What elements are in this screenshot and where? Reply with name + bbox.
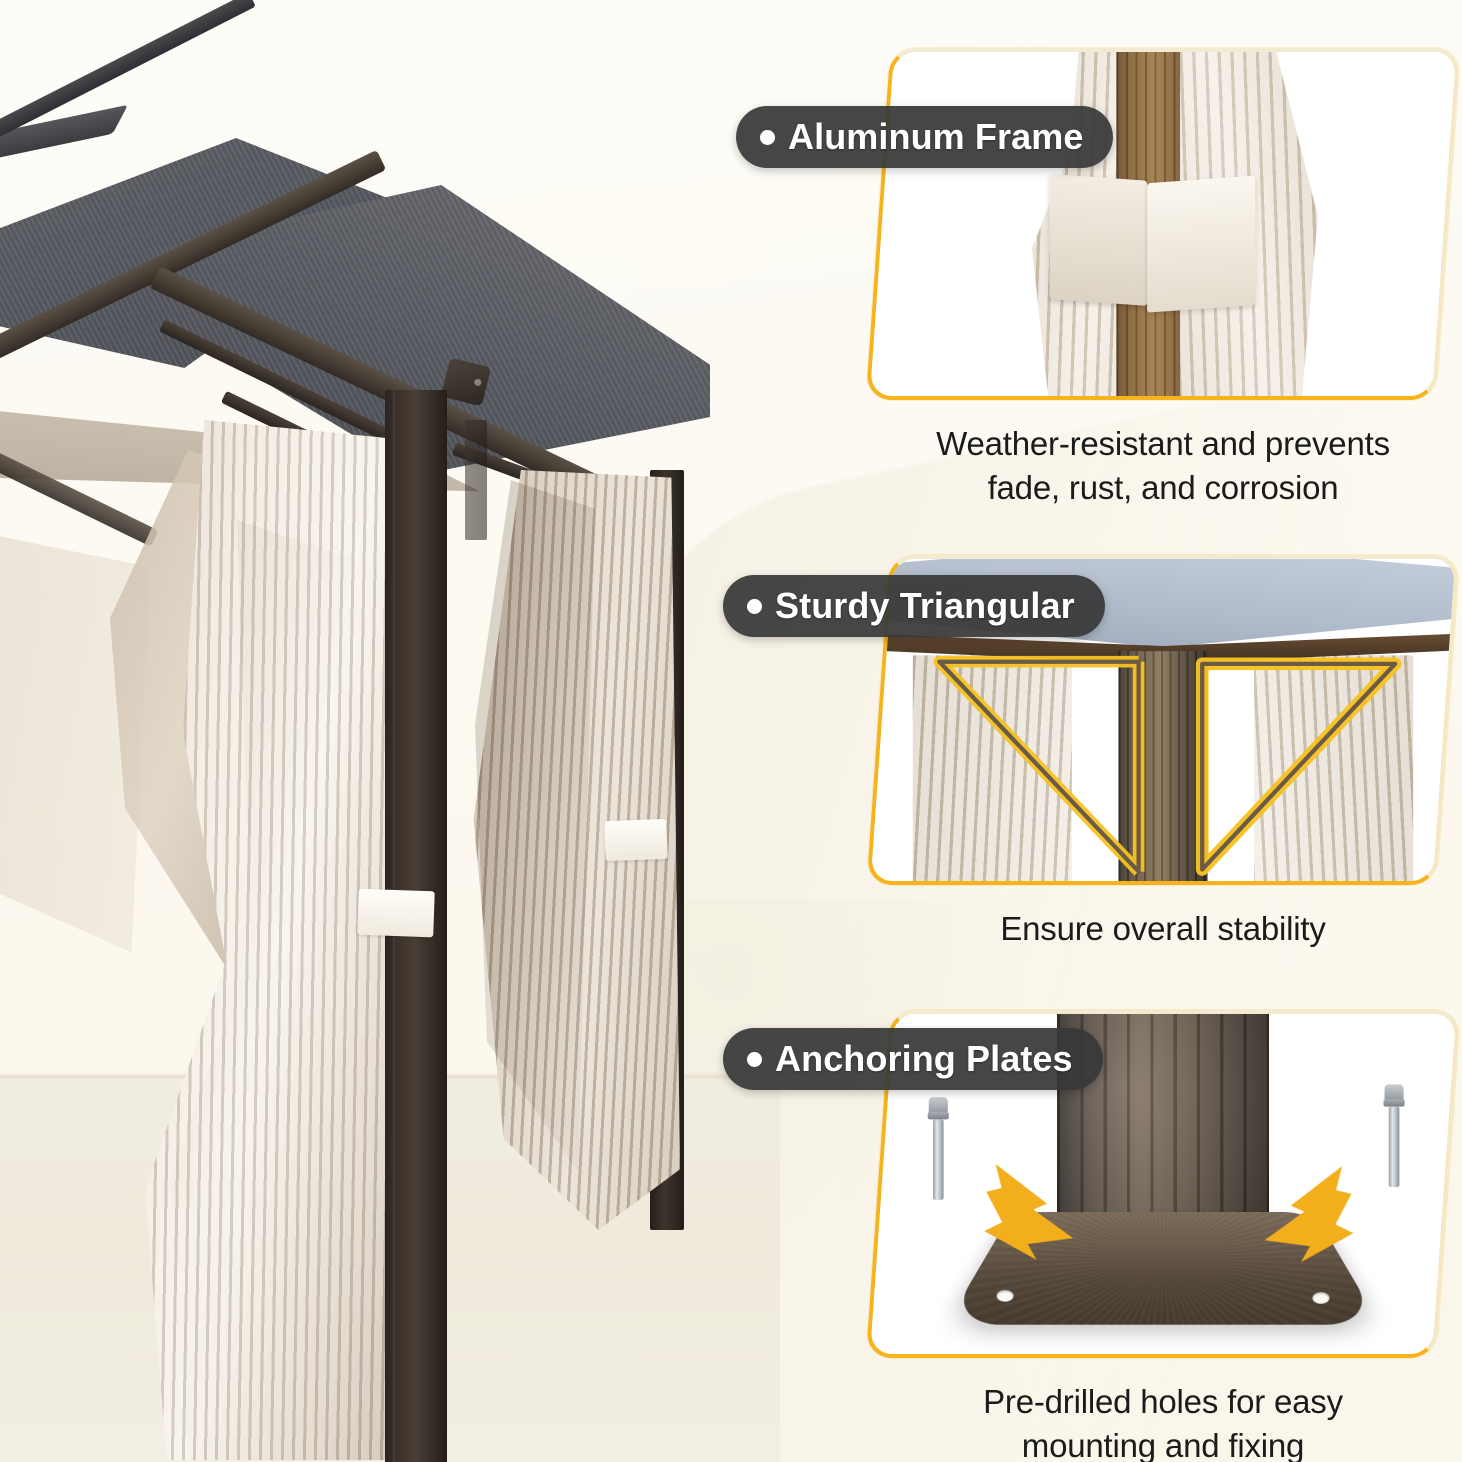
tieback-band-left xyxy=(1050,174,1148,306)
feature-badge-label: Anchoring Plates xyxy=(775,1041,1073,1077)
feature-caption-anchoring-plates: Pre-drilled holes for easy mounting and … xyxy=(878,1380,1448,1462)
bolt-nut xyxy=(927,1112,948,1119)
gazebo-post-mid xyxy=(465,420,487,540)
feature-badge-label: Sturdy Triangular xyxy=(775,588,1075,624)
arrow-right-icon xyxy=(1237,1165,1354,1276)
feature-block-aluminum-frame: Aluminum Frame Weather-resistant and pre… xyxy=(878,48,1448,509)
curtain-tieback-front xyxy=(357,889,435,938)
feature-photo-frame xyxy=(866,48,1461,400)
tieback-band-right xyxy=(1147,176,1255,313)
caption-line: mounting and fixing xyxy=(878,1424,1448,1462)
bullet-icon xyxy=(747,599,762,614)
triangular-brace-highlight-left xyxy=(931,653,1154,885)
caption-line: Ensure overall stability xyxy=(878,907,1448,951)
bullet-icon xyxy=(747,1052,762,1067)
caption-line: fade, rust, and corrosion xyxy=(878,466,1448,510)
curtain-right-shadow xyxy=(475,480,595,1200)
feature-caption-aluminum-frame: Weather-resistant and prevents fade, rus… xyxy=(878,422,1448,509)
feature-block-sturdy-triangular: Sturdy Triangular Ensure overall stabili… xyxy=(878,555,1448,951)
bolt-shaft xyxy=(933,1119,944,1200)
anchor-bolt-right xyxy=(1386,1084,1401,1187)
bolt-nut xyxy=(1383,1099,1404,1106)
caption-line: Weather-resistant and prevents xyxy=(878,422,1448,466)
bullet-icon xyxy=(760,130,775,145)
curtain-tieback-right xyxy=(604,819,667,861)
feature-caption-sturdy-triangular: Ensure overall stability xyxy=(878,907,1448,951)
arrow-left-icon xyxy=(984,1163,1101,1274)
feature-block-anchoring-plates: Anchoring Plates Pre-drilled holes for e… xyxy=(878,1010,1448,1462)
feature-badge-aluminum-frame: Aluminum Frame xyxy=(736,106,1113,168)
feature-photo xyxy=(866,48,1461,400)
feature-badge-anchoring-plates: Anchoring Plates xyxy=(723,1028,1103,1090)
bolt-shaft xyxy=(1389,1107,1400,1188)
caption-line: Pre-drilled holes for easy xyxy=(878,1380,1448,1424)
pre-drilled-hole xyxy=(996,1290,1013,1302)
feature-badge-label: Aluminum Frame xyxy=(788,119,1083,155)
anchor-bolt-left xyxy=(931,1097,946,1200)
hero-product-image xyxy=(0,90,760,1420)
feature-badge-sturdy-triangular: Sturdy Triangular xyxy=(723,575,1105,637)
triangular-brace-highlight-right xyxy=(1192,655,1404,885)
